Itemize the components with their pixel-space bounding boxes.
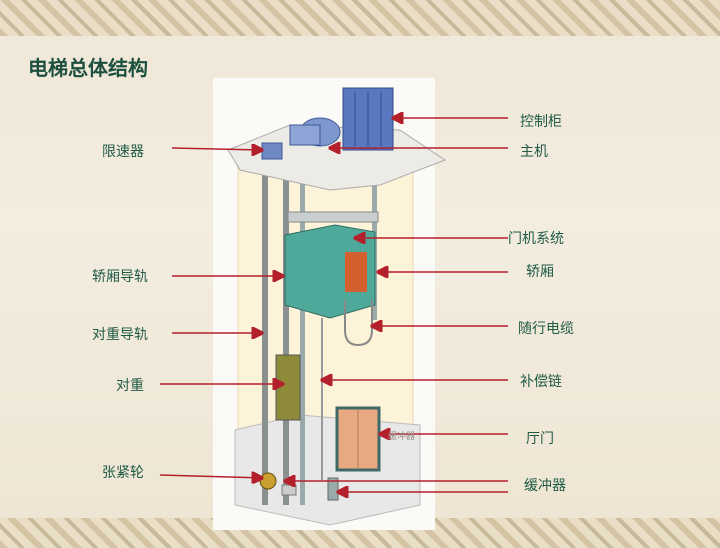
label-car: 轿厢 (526, 264, 554, 280)
buffer-2 (281, 484, 297, 496)
page-title: 电梯总体结构 (28, 56, 148, 80)
tension-wheel (259, 472, 277, 490)
car-rail-2 (300, 175, 305, 505)
car-rail (283, 175, 289, 505)
travelling-cable (344, 300, 373, 347)
label-chain: 补偿链 (520, 374, 562, 390)
label-tension-wheel: 张紧轮 (102, 465, 144, 481)
counterweight-rail (262, 175, 268, 505)
label-landing-door: 厅门 (526, 431, 554, 447)
car-door (345, 252, 367, 292)
decorative-border-top (0, 0, 720, 36)
label-cable: 随行电缆 (518, 321, 574, 337)
label-counterweight: 对重 (116, 378, 144, 394)
inline-buffer-label: 缓冲器 (388, 432, 416, 442)
label-machine: 主机 (520, 144, 548, 160)
car (284, 224, 376, 319)
label-speed-governor: 限速器 (102, 144, 144, 160)
arrows (159, 118, 508, 492)
label-cabinet: 控制柜 (520, 114, 562, 130)
label-door-operator: 门机系统 (508, 231, 564, 247)
speed-governor (261, 142, 283, 160)
arrow-tension-wheel (159, 475, 262, 478)
door-operator (287, 211, 379, 223)
label-car-rail: 轿厢导轨 (92, 269, 148, 285)
arrow-speed-governor (171, 148, 262, 150)
label-cw-rail: 对重导轨 (92, 327, 148, 343)
label-buffer: 缓冲器 (524, 478, 566, 494)
counterweight (275, 354, 301, 421)
